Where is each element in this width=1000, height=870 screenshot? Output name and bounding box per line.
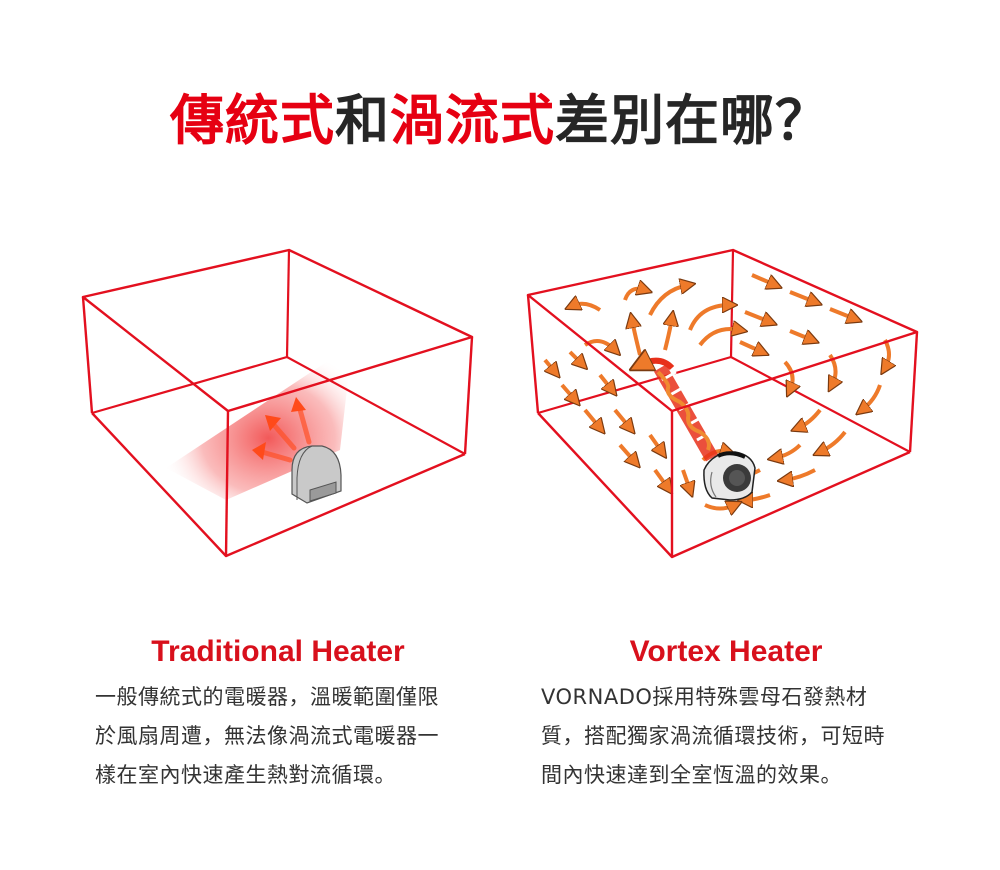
- description-line: 間內快速達到全室恆溫的效果。: [541, 763, 842, 787]
- title-traditional: 傳統式: [170, 89, 335, 152]
- vortex-heater-description: VORNADO採用特殊雲母石發熱材 質，搭配獨家渦流循環技術，可短時 間內快速達…: [541, 678, 885, 795]
- title-vortex: 渦流式: [390, 89, 555, 152]
- vortex-heater-heading: Vortex Heater: [629, 635, 823, 668]
- title-question: 差別在哪？: [555, 89, 830, 152]
- vortex-heater-icon: [526, 248, 919, 559]
- heater-unit: [703, 451, 756, 501]
- traditional-heater-description: 一般傳統式的電暖器，溫暖範圍僅限 於風扇周遭，無法像渦流式電暖器一 樣在室內快速…: [95, 678, 439, 795]
- traditional-heater-icon: [81, 248, 474, 558]
- title-and: 和: [335, 89, 390, 152]
- traditional-heater-illustration: [0, 230, 500, 580]
- description-line: VORNADO採用特殊雲母石發熱材: [541, 685, 868, 709]
- description-line: 質，搭配獨家渦流循環技術，可短時: [541, 724, 885, 748]
- description-line: 一般傳統式的電暖器，溫暖範圍僅限: [95, 685, 439, 709]
- traditional-heater-heading: Traditional Heater: [151, 635, 405, 668]
- page-title: 傳統式和渦流式差別在哪？: [0, 86, 1000, 156]
- vortex-spiral: [640, 361, 719, 462]
- heater-unit: [291, 445, 342, 504]
- description-line: 樣在室內快速產生熱對流循環。: [95, 763, 396, 787]
- description-line: 於風扇周遭，無法像渦流式電暖器一: [95, 724, 439, 748]
- vortex-heater-illustration: [500, 230, 1000, 580]
